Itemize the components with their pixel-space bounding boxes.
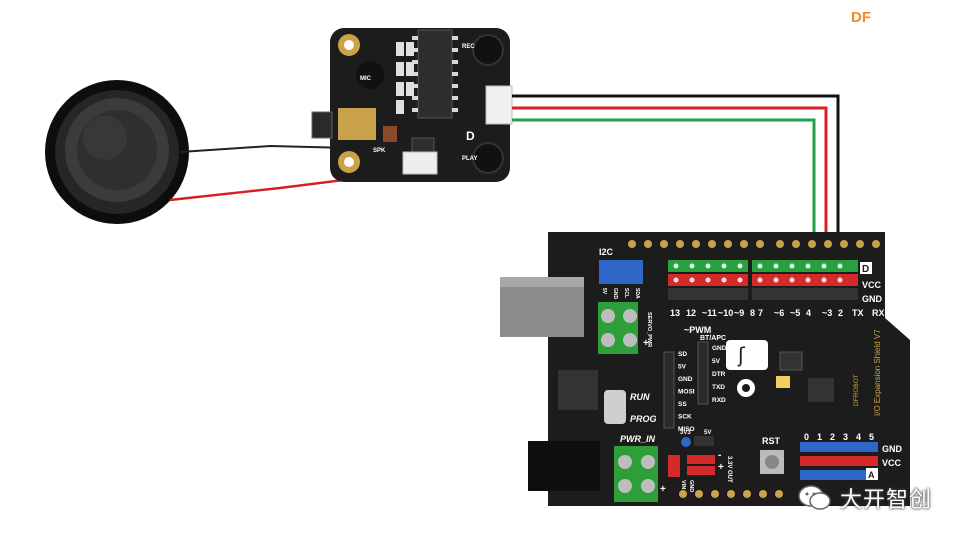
digital-pin-6: 7 [758, 308, 763, 318]
shield-label-d: D [862, 264, 869, 275]
digital-pin-1: 12 [686, 308, 696, 318]
i2c-pin-3: SDA [634, 288, 640, 299]
shield-label-bt: BT/APC [700, 335, 726, 342]
digital-pin-0: 13 [670, 308, 680, 318]
brand-mark: DF [851, 9, 871, 26]
module-label-rec: REC [462, 44, 475, 50]
spi-pin-1: 5V [678, 364, 687, 371]
module-label-play: PLAY [462, 156, 477, 162]
i2c-pin-labels: 5V GND SCL SDA [601, 288, 640, 300]
io-expansion-shield: ʃ [500, 232, 910, 506]
svg-text:ʃ: ʃ [737, 343, 746, 367]
shield-label-rst: RST [762, 436, 781, 446]
shield-label-pwr-in: PWR_IN [620, 434, 656, 444]
shield-label-analog-a: A [868, 470, 875, 480]
analog-pin-4: 4 [856, 432, 861, 442]
digital-pin-3: ~10 [718, 308, 733, 318]
analog-pin-3: 3 [843, 432, 848, 442]
digital-pin-7: ~6 [774, 308, 784, 318]
analog-pin-1: 1 [817, 432, 822, 442]
spi-pin-5: SCK [678, 414, 692, 421]
watermark: 大开智创 [798, 482, 932, 514]
shield-label-plus-servo: + [643, 338, 649, 349]
digital-pin-8: ~5 [790, 308, 800, 318]
i2c-pin-0: 5V [601, 288, 607, 295]
shield-label-gnd: GND [862, 294, 883, 304]
shield-label-plus-pwr: + [660, 484, 666, 495]
bt-pin-2: DTR [712, 371, 726, 378]
shield-label-minus-3v3: - [718, 450, 721, 461]
analog-pin-5: 5 [869, 432, 874, 442]
spi-pin-0: SD [678, 351, 687, 358]
digital-pin-11: 2 [838, 308, 843, 318]
bt-pin-1: 5V [712, 358, 721, 365]
digital-pin-12: TX [852, 308, 864, 318]
i2c-pin-2: SCL [623, 288, 629, 298]
module-label-mic: MIC [360, 76, 372, 82]
shield-label-3v3: 3V3 [680, 430, 691, 436]
shield-label-5v: 5V [704, 430, 711, 436]
shield-label-plus-3v3: + [718, 462, 724, 473]
shield-label-analog-gnd: GND [882, 444, 903, 454]
shield-label-i2c: I2C [599, 247, 614, 257]
shield-label-pwm: ~PWM [684, 325, 711, 335]
speaker [45, 80, 189, 224]
shield-label-prog: PROG [630, 414, 657, 424]
shield-label-title: I/O Expansion Shield V7 [873, 329, 882, 416]
spi-pin-2: GND [678, 376, 693, 383]
bt-pin-4: RXD [712, 397, 726, 404]
analog-pin-2: 2 [830, 432, 835, 442]
spi-pin-4: SS [678, 401, 687, 408]
module-label-d: D [466, 129, 475, 143]
analog-pin-0: 0 [804, 432, 809, 442]
shield-label-run: RUN [630, 392, 650, 402]
spi-pin-6: MISO [678, 426, 695, 433]
shield-label-vcc: VCC [862, 280, 882, 290]
bt-pin-0: GND [712, 345, 727, 352]
shield-label-vin: VIN [680, 480, 686, 489]
watermark-text: 大开智创 [839, 488, 932, 513]
digital-pin-5: 8 [750, 308, 755, 318]
spi-pin-3: MOSI [678, 389, 695, 396]
bt-pin-3: TXD [712, 384, 725, 391]
digital-pin-2: ~11 [702, 308, 717, 318]
bt-pin-labels: GND 5V DTR TXD RXD [712, 345, 727, 404]
shield-label-out: 3.3V OUT [726, 456, 732, 483]
wire-red [512, 106, 828, 282]
i2c-pin-1: GND [612, 288, 618, 300]
digital-pin-13: RX [872, 308, 885, 318]
shield-label-logo: DFROBOT [853, 374, 860, 406]
digital-pin-9: 4 [806, 308, 811, 318]
wechat-icon [798, 485, 831, 510]
wire-green [512, 118, 816, 270]
digital-pin-10: ~3 [822, 308, 832, 318]
voice-recorder-module: REC PLAY D MIC SPK [311, 28, 513, 182]
shield-label-analog-vcc: VCC [882, 458, 902, 468]
shield-label-gnd-pwr: GND [688, 480, 694, 492]
shield-label-servo-pwr: SERVO_PWR [646, 312, 652, 347]
module-label-spk: SPK [373, 148, 386, 154]
wire-black [512, 94, 840, 292]
spi-pin-labels: SD 5V GND MOSI SS SCK MISO [678, 351, 695, 433]
digital-pin-4: ~9 [734, 308, 744, 318]
